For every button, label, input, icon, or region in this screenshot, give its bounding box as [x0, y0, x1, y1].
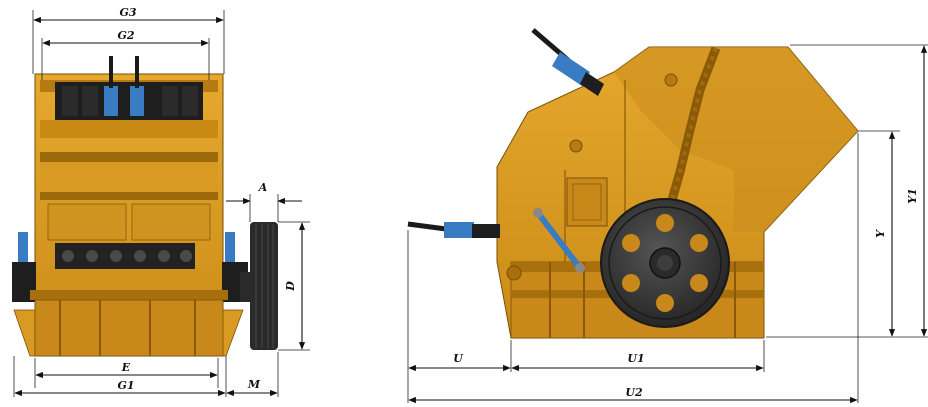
label-m: M	[247, 378, 261, 391]
spring-icon	[444, 222, 474, 238]
label-u1: U1	[627, 352, 644, 365]
side-view: U U1 U2 Y Y1	[407, 28, 928, 404]
label-y1: Y1	[906, 188, 919, 204]
label-u: U	[453, 352, 464, 365]
spring-icon	[130, 86, 144, 116]
front-view: G3 G2 A D E G1 M	[12, 6, 310, 397]
spring-icon	[104, 86, 118, 116]
label-d: D	[284, 281, 297, 292]
label-u2: U2	[625, 386, 643, 399]
label-y: Y	[874, 229, 887, 238]
label-g3: G3	[119, 6, 136, 19]
label-g1: G1	[117, 379, 134, 392]
spring-icon	[552, 52, 590, 86]
label-e: E	[121, 361, 131, 374]
label-g2: G2	[117, 29, 134, 42]
label-a: A	[258, 181, 268, 194]
flywheel-side	[250, 222, 278, 350]
